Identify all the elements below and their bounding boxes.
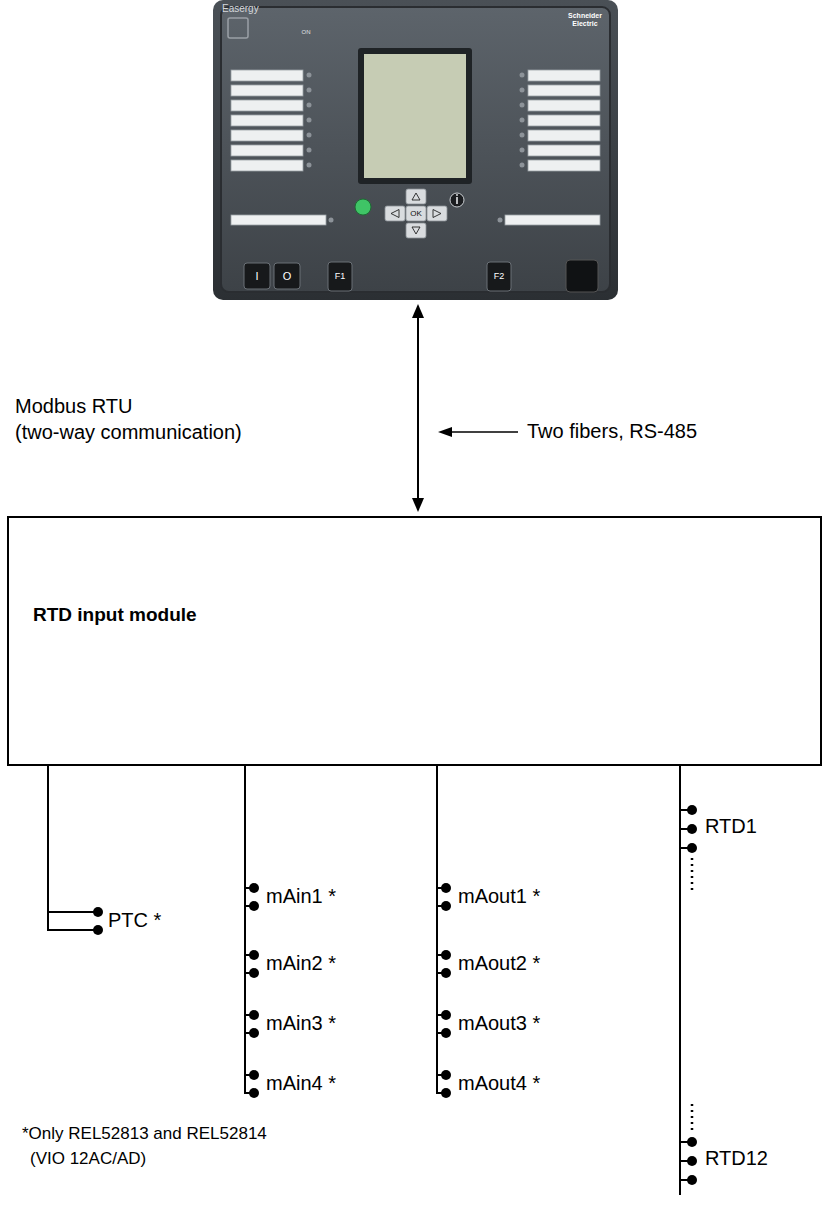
link-note: Two fibers, RS-485 (527, 420, 697, 443)
button-label: OK (410, 209, 422, 218)
led-label: ON (302, 29, 311, 36)
terminal-name: mAout4 * (458, 1072, 540, 1095)
maker-logo: Schneider Electric (563, 12, 607, 28)
button-label: F2 (494, 271, 505, 281)
terminal-name: RTD12 (705, 1147, 768, 1170)
footnote: (VIO 12AC/AD) (30, 1149, 146, 1169)
protocol-label: (two-way communication) (15, 421, 242, 444)
relay-device: EasergySchneider Electric (213, 0, 623, 300)
terminal-name: mAout3 * (458, 1012, 540, 1035)
terminal-name: mAin4 * (266, 1072, 336, 1095)
module-title: RTD input module (33, 604, 197, 626)
terminal-name: mAin1 * (266, 885, 336, 908)
button-label: I (255, 270, 258, 283)
terminal-name: PTC * (108, 909, 161, 932)
terminal-name: mAout2 * (458, 952, 540, 975)
link-arrow (412, 304, 424, 512)
process-box: RTD input module (7, 516, 822, 766)
terminal-name: mAin3 * (266, 1012, 336, 1035)
terminal-name: RTD1 (705, 815, 757, 838)
brand-name: Easergy (222, 3, 259, 15)
button-label: O (283, 270, 292, 283)
button-label: F1 (335, 271, 346, 281)
protocol-label: Modbus RTU (15, 395, 132, 418)
footnote: *Only REL52813 and REL52814 (22, 1124, 267, 1144)
terminal-name: mAout1 * (458, 885, 540, 908)
terminal-name: mAin2 * (266, 952, 336, 975)
